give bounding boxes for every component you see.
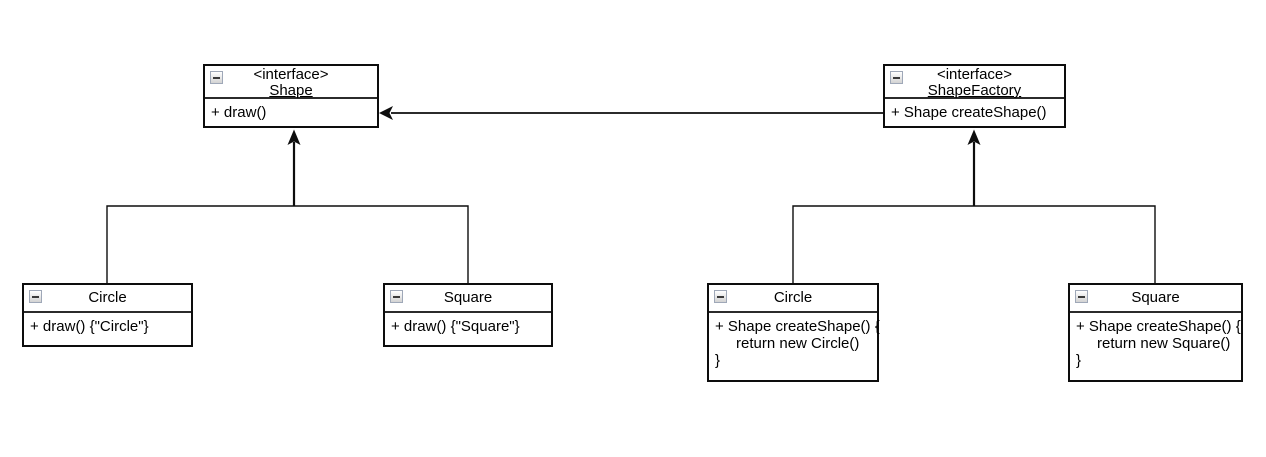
class-name: Circle: [88, 289, 127, 306]
class-header: <interface> Shape: [205, 66, 377, 99]
member-line: + Shape createShape(): [891, 104, 1047, 121]
member-line: + Shape createShape() {: [715, 318, 880, 335]
members-section: + draw() {"Square"}: [385, 313, 551, 335]
stereotype-label: <interface>: [936, 66, 1013, 83]
collapse-icon[interactable]: [390, 290, 403, 303]
member-line: return new Square(): [1097, 335, 1231, 352]
members-section: + Shape createShape() { return new Squar…: [1070, 313, 1241, 369]
class-node-circle-impl[interactable]: Circle + draw() {"Circle"}: [22, 283, 193, 347]
member-line: + draw() {"Square"}: [391, 318, 520, 335]
member-line: }: [715, 352, 721, 369]
members-section: + Shape createShape() { return new Circl…: [709, 313, 880, 369]
minus-glyph: [717, 295, 724, 298]
class-header: Square: [1070, 285, 1241, 313]
class-name: Square: [1131, 289, 1180, 306]
class-name: Shape: [269, 82, 313, 99]
minus-glyph: [393, 295, 400, 298]
members-section: + draw() {"Circle"}: [24, 313, 191, 335]
class-node-square-factory[interactable]: Square + Shape createShape() { return ne…: [1068, 283, 1243, 382]
minus-glyph: [32, 295, 39, 298]
class-header: Square: [385, 285, 551, 313]
member-line: + draw() {"Circle"}: [30, 318, 149, 335]
members-section: + Shape createShape(): [885, 99, 1064, 121]
class-node-shape-interface[interactable]: <interface> Shape + draw(): [203, 64, 379, 128]
collapse-icon[interactable]: [1075, 290, 1088, 303]
collapse-icon[interactable]: [210, 71, 223, 84]
edge-generalization-to-shape[interactable]: [106, 129, 469, 284]
class-header: Circle: [709, 285, 877, 313]
class-node-circle-factory[interactable]: Circle + Shape createShape() { return ne…: [707, 283, 880, 382]
class-node-shapefactory-interface[interactable]: <interface> ShapeFactory + Shape createS…: [883, 64, 1066, 128]
class-header: Circle: [24, 285, 191, 313]
collapse-icon[interactable]: [714, 290, 727, 303]
edge-shapefactory-to-shape-arrow[interactable]: [379, 106, 883, 120]
member-line: + draw(): [211, 104, 267, 121]
collapse-icon[interactable]: [29, 290, 42, 303]
collapse-icon[interactable]: [890, 71, 903, 84]
member-line: }: [1076, 352, 1082, 369]
minus-glyph: [893, 76, 900, 79]
member-line: return new Circle(): [736, 335, 860, 352]
minus-glyph: [1078, 295, 1085, 298]
class-name: Square: [443, 289, 493, 306]
class-name: Circle: [773, 289, 813, 306]
members-section: + draw(): [205, 99, 377, 121]
minus-glyph: [213, 76, 220, 79]
edge-generalization-to-shapefactory[interactable]: [792, 129, 1156, 284]
member-line: + Shape createShape() {: [1076, 318, 1241, 335]
class-node-square-impl[interactable]: Square + draw() {"Square"}: [383, 283, 553, 347]
class-name: ShapeFactory: [927, 82, 1022, 99]
class-header: <interface> ShapeFactory: [885, 66, 1064, 99]
stereotype-label: <interface>: [253, 66, 329, 83]
